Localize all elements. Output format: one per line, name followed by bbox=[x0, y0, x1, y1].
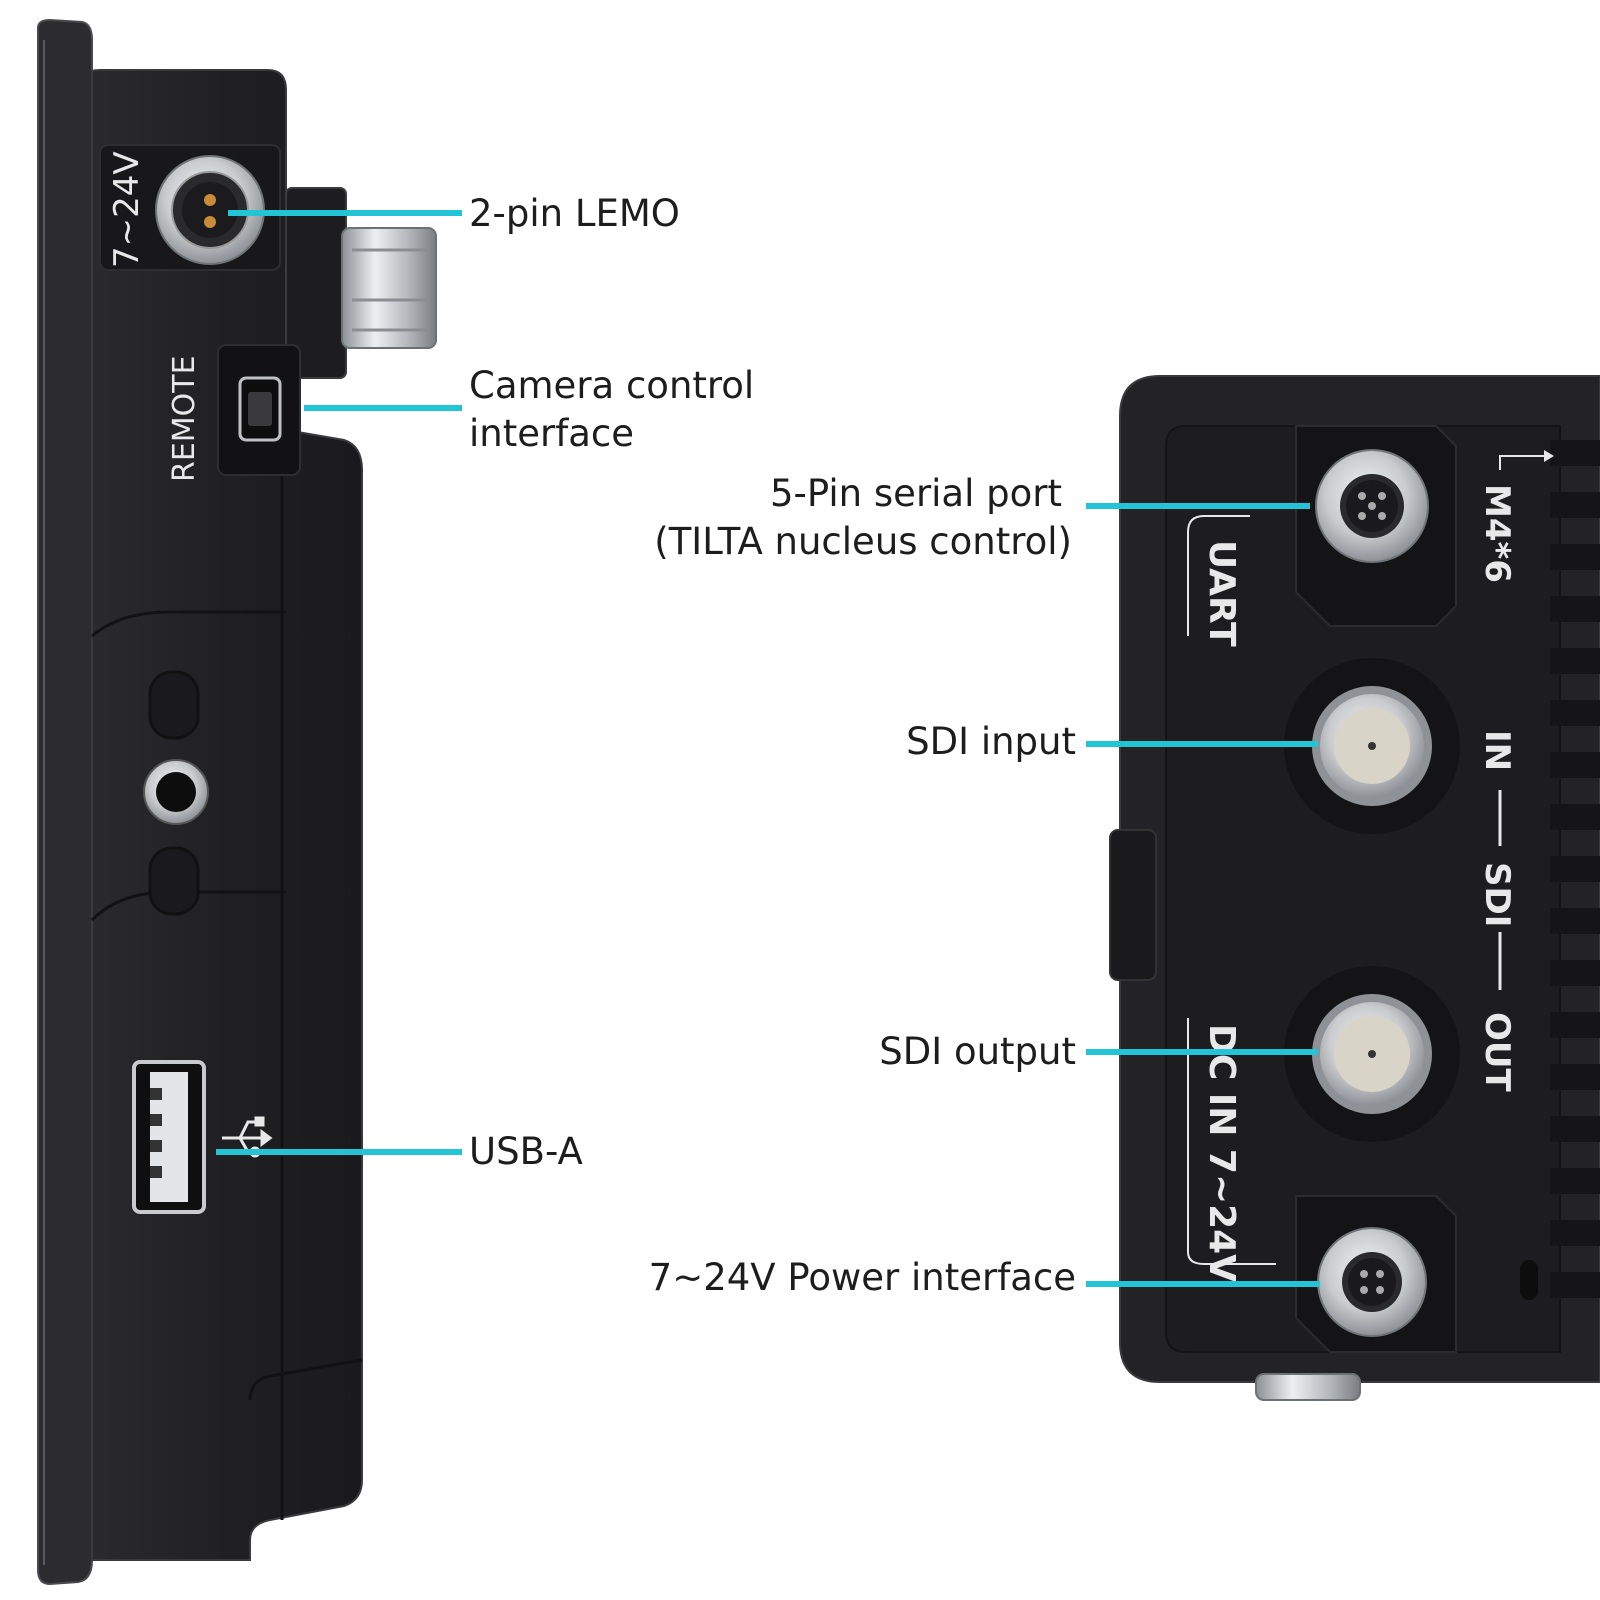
label-camera-control-line2: interface bbox=[469, 412, 635, 455]
label-power: 7~24V Power interface bbox=[649, 1254, 1076, 1302]
label-sdi-input: SDI input bbox=[906, 718, 1076, 766]
button-lower bbox=[148, 846, 200, 916]
remote-port bbox=[217, 344, 301, 476]
label-sdi-input-text: SDI input bbox=[906, 720, 1076, 763]
side-connector-cylinder bbox=[285, 187, 437, 379]
marking-sdi-in: IN bbox=[1477, 730, 1517, 771]
label-sdi-output: SDI output bbox=[879, 1028, 1076, 1076]
label-lemo: 2-pin LEMO bbox=[469, 190, 680, 238]
label-serial-line1: 5-Pin serial port bbox=[770, 472, 1062, 515]
label-camera-control: Camera control interface bbox=[469, 362, 754, 458]
marking-m46: M4*6 bbox=[1477, 484, 1517, 583]
label-serial-line2: (TILTA nucleus control) bbox=[654, 520, 1072, 563]
usb-a-port bbox=[132, 1060, 206, 1214]
marking-sdi-out: OUT bbox=[1477, 1012, 1517, 1093]
marking-remote: REMOTE bbox=[167, 355, 202, 482]
label-serial: 5-Pin serial port (TILTA nucleus control… bbox=[654, 470, 1072, 566]
label-lemo-text: 2-pin LEMO bbox=[469, 192, 680, 235]
label-usb-a: USB-A bbox=[469, 1128, 583, 1176]
power-connector bbox=[1295, 1195, 1457, 1353]
label-usb-a-text: USB-A bbox=[469, 1130, 583, 1173]
sdi-in-bnc bbox=[1284, 658, 1460, 834]
sdi-out-bnc bbox=[1284, 966, 1460, 1142]
marking-uart: UART bbox=[1201, 540, 1242, 647]
serial-5pin-connector bbox=[1295, 425, 1457, 627]
label-sdi-output-text: SDI output bbox=[879, 1030, 1076, 1073]
monitor-side-view bbox=[37, 18, 437, 1586]
marking-sdi: SDI bbox=[1477, 862, 1517, 927]
marking-dc-in: DC IN 7~24V bbox=[1201, 1024, 1242, 1282]
marking-voltage: 7~24V bbox=[107, 151, 147, 268]
monitor-rear-view bbox=[1109, 375, 1600, 1401]
button-upper bbox=[148, 670, 200, 740]
label-power-text: 7~24V Power interface bbox=[648, 1256, 1076, 1299]
callout-lines bbox=[216, 210, 1320, 1287]
label-camera-control-line1: Camera control bbox=[469, 364, 755, 407]
